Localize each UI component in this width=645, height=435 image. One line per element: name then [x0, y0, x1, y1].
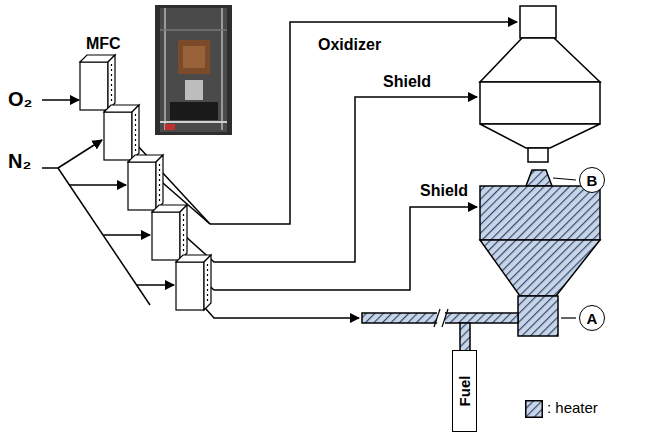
gas-label: O₂: [8, 88, 32, 111]
callout-circle: A: [579, 305, 605, 331]
gas-label: N₂: [8, 150, 31, 173]
legend-swatch: [525, 400, 543, 418]
gas-lines: [42, 22, 517, 318]
tube-break: [434, 309, 448, 327]
line-label: Oxidizer: [318, 36, 381, 54]
node-text: Fuel: [457, 376, 472, 407]
line-label: Shield: [383, 73, 431, 91]
callout-letter: B: [587, 173, 598, 188]
callout-circle: B: [579, 167, 605, 193]
callout-letter: A: [587, 311, 598, 326]
mfc-label: MFC: [86, 35, 121, 53]
mfc-stack: [80, 55, 211, 310]
setup-photo: [155, 5, 232, 135]
legend-text: : heater: [547, 399, 598, 417]
fuel-reservoir: Fuel: [452, 350, 477, 432]
leader-lines: [553, 178, 576, 318]
line-label: Shield: [420, 182, 468, 200]
lower-burner: [362, 170, 600, 351]
upper-burner: [480, 6, 600, 162]
